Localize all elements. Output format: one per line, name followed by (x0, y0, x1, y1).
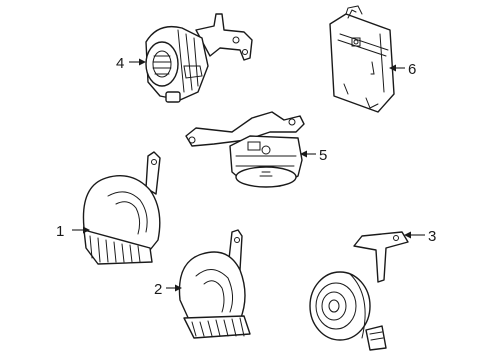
callout-3: 3 (428, 228, 436, 245)
callout-6: 6 (408, 61, 416, 78)
part-4-siren-speaker (145, 13, 253, 103)
part-1-horn (82, 151, 161, 265)
part-5-buzzer-bracket (185, 111, 305, 188)
part-3-disc-horn (309, 231, 409, 351)
callout-4: 4 (116, 55, 124, 72)
part-6-control-module (329, 5, 395, 113)
callout-5: 5 (319, 147, 327, 164)
callout-1: 1 (56, 223, 64, 240)
leader-lines (72, 58, 425, 292)
part-2-horn (178, 229, 251, 339)
callout-2: 2 (154, 281, 162, 298)
